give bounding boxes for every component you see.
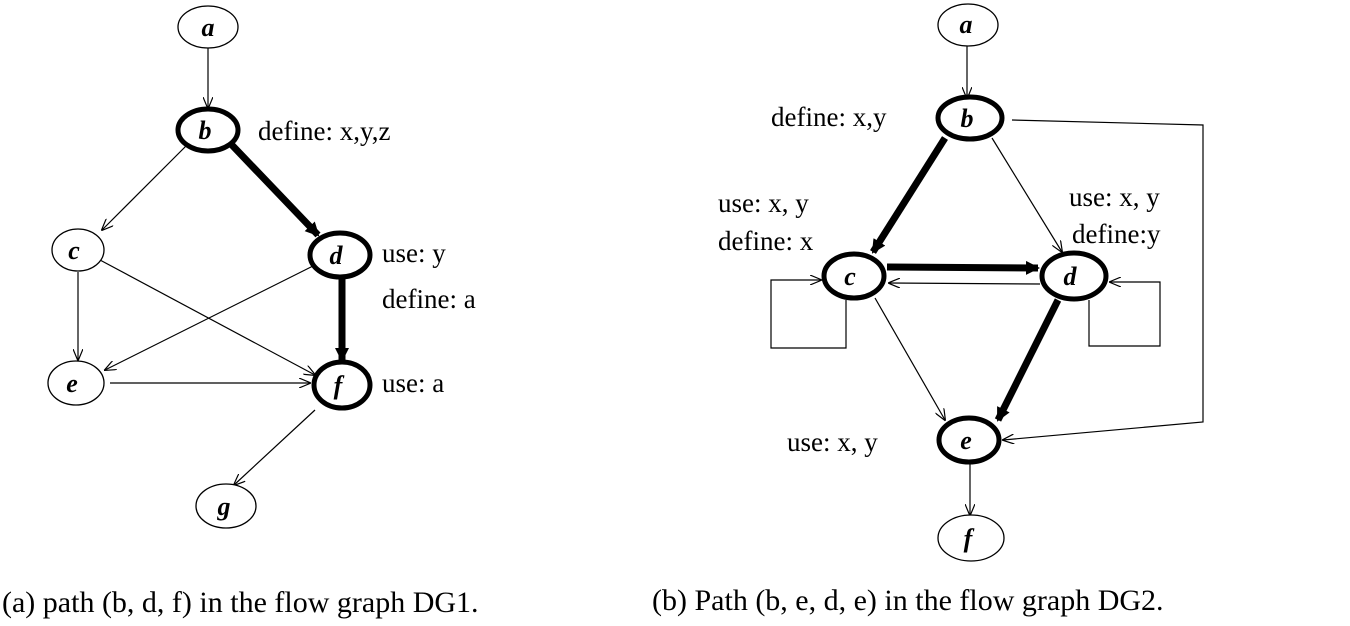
node-d: d (1039, 250, 1109, 302)
svg-text:c: c (68, 236, 80, 265)
svg-text:e: e (66, 369, 78, 398)
annotation-b-define: define: x,y,z (258, 116, 390, 146)
node-b: b (175, 106, 241, 154)
edge-d-c (889, 283, 1041, 284)
svg-text:a: a (960, 10, 973, 39)
svg-text:g: g (217, 492, 231, 521)
annotation-c-define: define: x (718, 226, 814, 256)
node-c: c (51, 228, 105, 272)
annotation-d-use: use: y (382, 238, 446, 268)
svg-text:d: d (1064, 262, 1078, 291)
svg-text:e: e (960, 426, 972, 455)
edge-b-c (102, 145, 187, 230)
edge-d-e (105, 264, 316, 370)
svg-text:b: b (961, 104, 974, 133)
edge-b-d-path (227, 140, 321, 238)
caption-a: (a) path (b, d, f) in the flow graph DG1… (2, 586, 479, 619)
svg-text:b: b (199, 116, 212, 145)
annotation-c-use: use: x, y (718, 188, 809, 218)
svg-text:d: d (330, 241, 344, 270)
node-e: e (47, 360, 105, 406)
edge-c-f (99, 259, 315, 375)
edge-b-c-path (870, 136, 948, 254)
annotation-b-define: define: x,y (771, 102, 887, 132)
edge-c-d-path (886, 260, 1040, 275)
svg-text:a: a (202, 13, 215, 42)
node-e: e (936, 415, 1002, 465)
caption-b: (b) Path (b, e, d, e) in the flow graph … (652, 584, 1164, 617)
edge-c-loop (770, 280, 847, 349)
node-g: g (195, 483, 257, 529)
annotation-e-use: use: x, y (787, 427, 878, 457)
annotation-f-use: use: a (382, 368, 444, 398)
annotation-d-use: use: x, y (1069, 182, 1160, 212)
node-c: c (821, 251, 887, 301)
edge-b-d (991, 137, 1062, 252)
svg-text:c: c (844, 262, 856, 291)
annotation-d-define: define:y (1072, 219, 1161, 249)
svg-text:f: f (334, 371, 345, 400)
edge-c-e (874, 297, 945, 420)
node-f: f (937, 514, 1005, 562)
node-a: a (177, 5, 239, 49)
edge-d-loop (1088, 282, 1161, 347)
annotation-d-define: define: a (382, 284, 476, 314)
diagram-a: a b c d e f g define: x,y,z use: y defi (2, 5, 479, 619)
node-a: a (937, 3, 999, 47)
node-d: d (307, 230, 373, 280)
svg-text:f: f (964, 524, 975, 553)
edge-f-g (234, 409, 316, 485)
diagram-b: a b c d e f define: x,y use: x, y define… (652, 3, 1204, 617)
node-f: f (311, 359, 373, 411)
node-b: b (935, 94, 1005, 142)
edge-d-e-path (994, 298, 1062, 422)
edge-b-e (1003, 119, 1204, 440)
